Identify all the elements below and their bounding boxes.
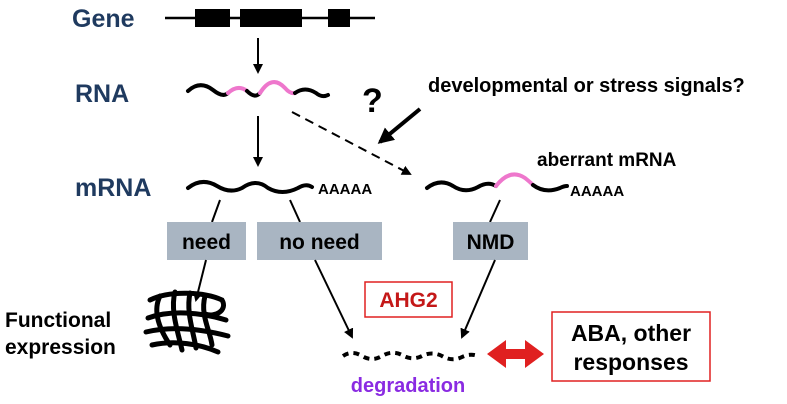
signals-label: developmental or stress signals?: [428, 75, 745, 97]
nmd-box-label: NMD: [467, 231, 515, 254]
need-box: [167, 222, 246, 260]
expression-label: expression: [5, 336, 116, 359]
rna-label: RNA: [75, 80, 129, 108]
aba-line2: responses: [573, 349, 688, 375]
degradation-label: degradation: [351, 375, 465, 397]
ahg2-label: AHG2: [379, 289, 437, 312]
nmd-connector: [489, 199, 501, 223]
no-need-box: [257, 222, 382, 260]
functional-label: Functional: [5, 309, 111, 332]
aberrant-mrna-wave: [425, 172, 569, 193]
aba-line1: ABA, other: [571, 320, 691, 346]
degraded-rna-wave: [341, 350, 479, 362]
polya-left: AAAAA: [318, 181, 372, 198]
aberrant-mrna-label: aberrant mRNA: [537, 150, 677, 171]
rna-wave: [186, 80, 330, 99]
mrna-label: mRNA: [75, 174, 151, 202]
folded-protein-icon: [143, 289, 231, 355]
need-connector: [211, 199, 221, 223]
no-need-to-degradation-arrow: [314, 259, 354, 339]
ahg2-box: [364, 281, 453, 318]
question-mark: ?: [362, 82, 383, 120]
nmd-to-degradation-arrow: [460, 259, 496, 339]
double-arrow-icon: [487, 340, 544, 368]
rna-to-aberrant-arrow: [291, 111, 412, 175]
signals-arrow: [377, 107, 422, 144]
aba-responses-box: [551, 311, 711, 382]
no-need-box-label: no need: [279, 231, 360, 254]
gene-structure: [165, 9, 375, 27]
no-need-connector: [289, 199, 301, 223]
need-box-label: need: [182, 231, 231, 254]
mrna-wave: [186, 180, 314, 194]
gene-label: Gene: [72, 5, 135, 33]
nmd-box: [453, 222, 528, 260]
polya-right: AAAAA: [570, 183, 624, 200]
